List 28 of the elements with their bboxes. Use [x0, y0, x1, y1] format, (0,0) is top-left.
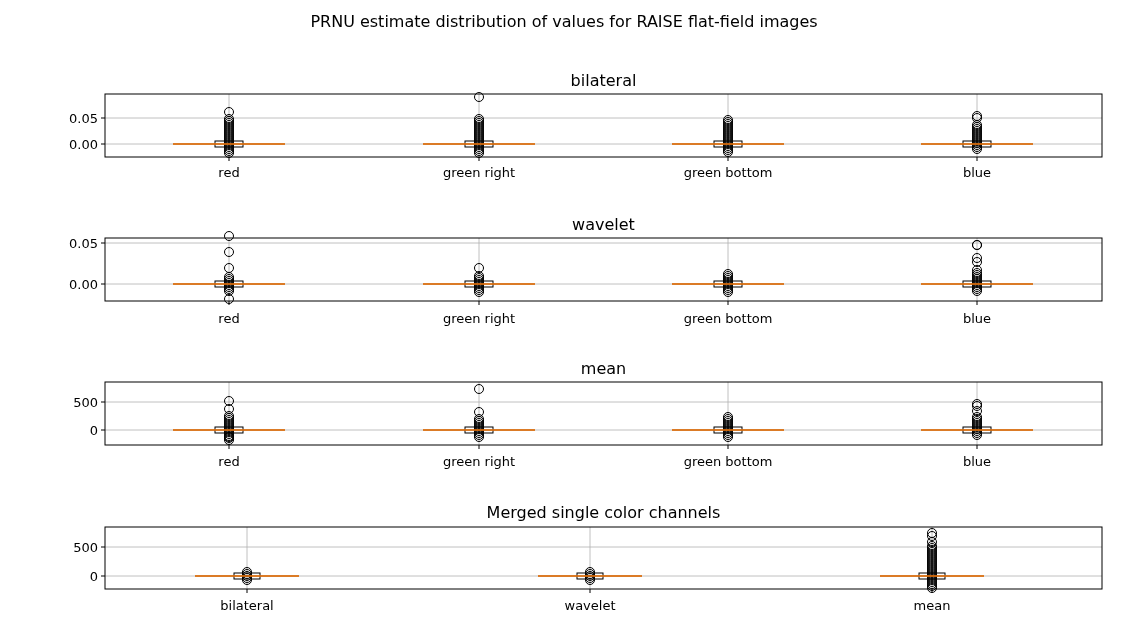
tick-label: 500 — [73, 394, 98, 410]
category-label: wavelet — [564, 597, 616, 613]
category-label: green right — [442, 164, 516, 180]
tick-label: 0 — [89, 422, 98, 438]
tick-label: 0.00 — [69, 136, 98, 152]
panel-title: wavelet — [572, 214, 635, 234]
category-label: green right — [442, 453, 516, 469]
tick-label: 0.00 — [69, 276, 98, 292]
panel-title: mean — [580, 358, 627, 378]
category-label: blue — [962, 164, 992, 180]
category-label: red — [218, 164, 240, 180]
category-label: blue — [962, 453, 992, 469]
category-label: red — [218, 453, 240, 469]
category-label: mean — [913, 597, 951, 613]
category-label: green bottom — [683, 453, 773, 469]
panel-title: bilateral — [570, 70, 637, 90]
category-label: blue — [962, 310, 992, 326]
category-label: bilateral — [220, 597, 274, 613]
category-label: green bottom — [683, 164, 773, 180]
tick-label: 0.05 — [69, 110, 98, 126]
tick-label: 0 — [89, 568, 98, 584]
tick-label: 500 — [73, 539, 98, 555]
category-label: red — [218, 310, 240, 326]
category-label: green bottom — [683, 310, 773, 326]
chart-title: PRNU estimate distribution of values for RAISE flat-field images — [310, 11, 818, 31]
panel-title: Merged single color channels — [486, 502, 721, 522]
category-label: green right — [442, 310, 516, 326]
tick-label: 0.05 — [69, 235, 98, 251]
